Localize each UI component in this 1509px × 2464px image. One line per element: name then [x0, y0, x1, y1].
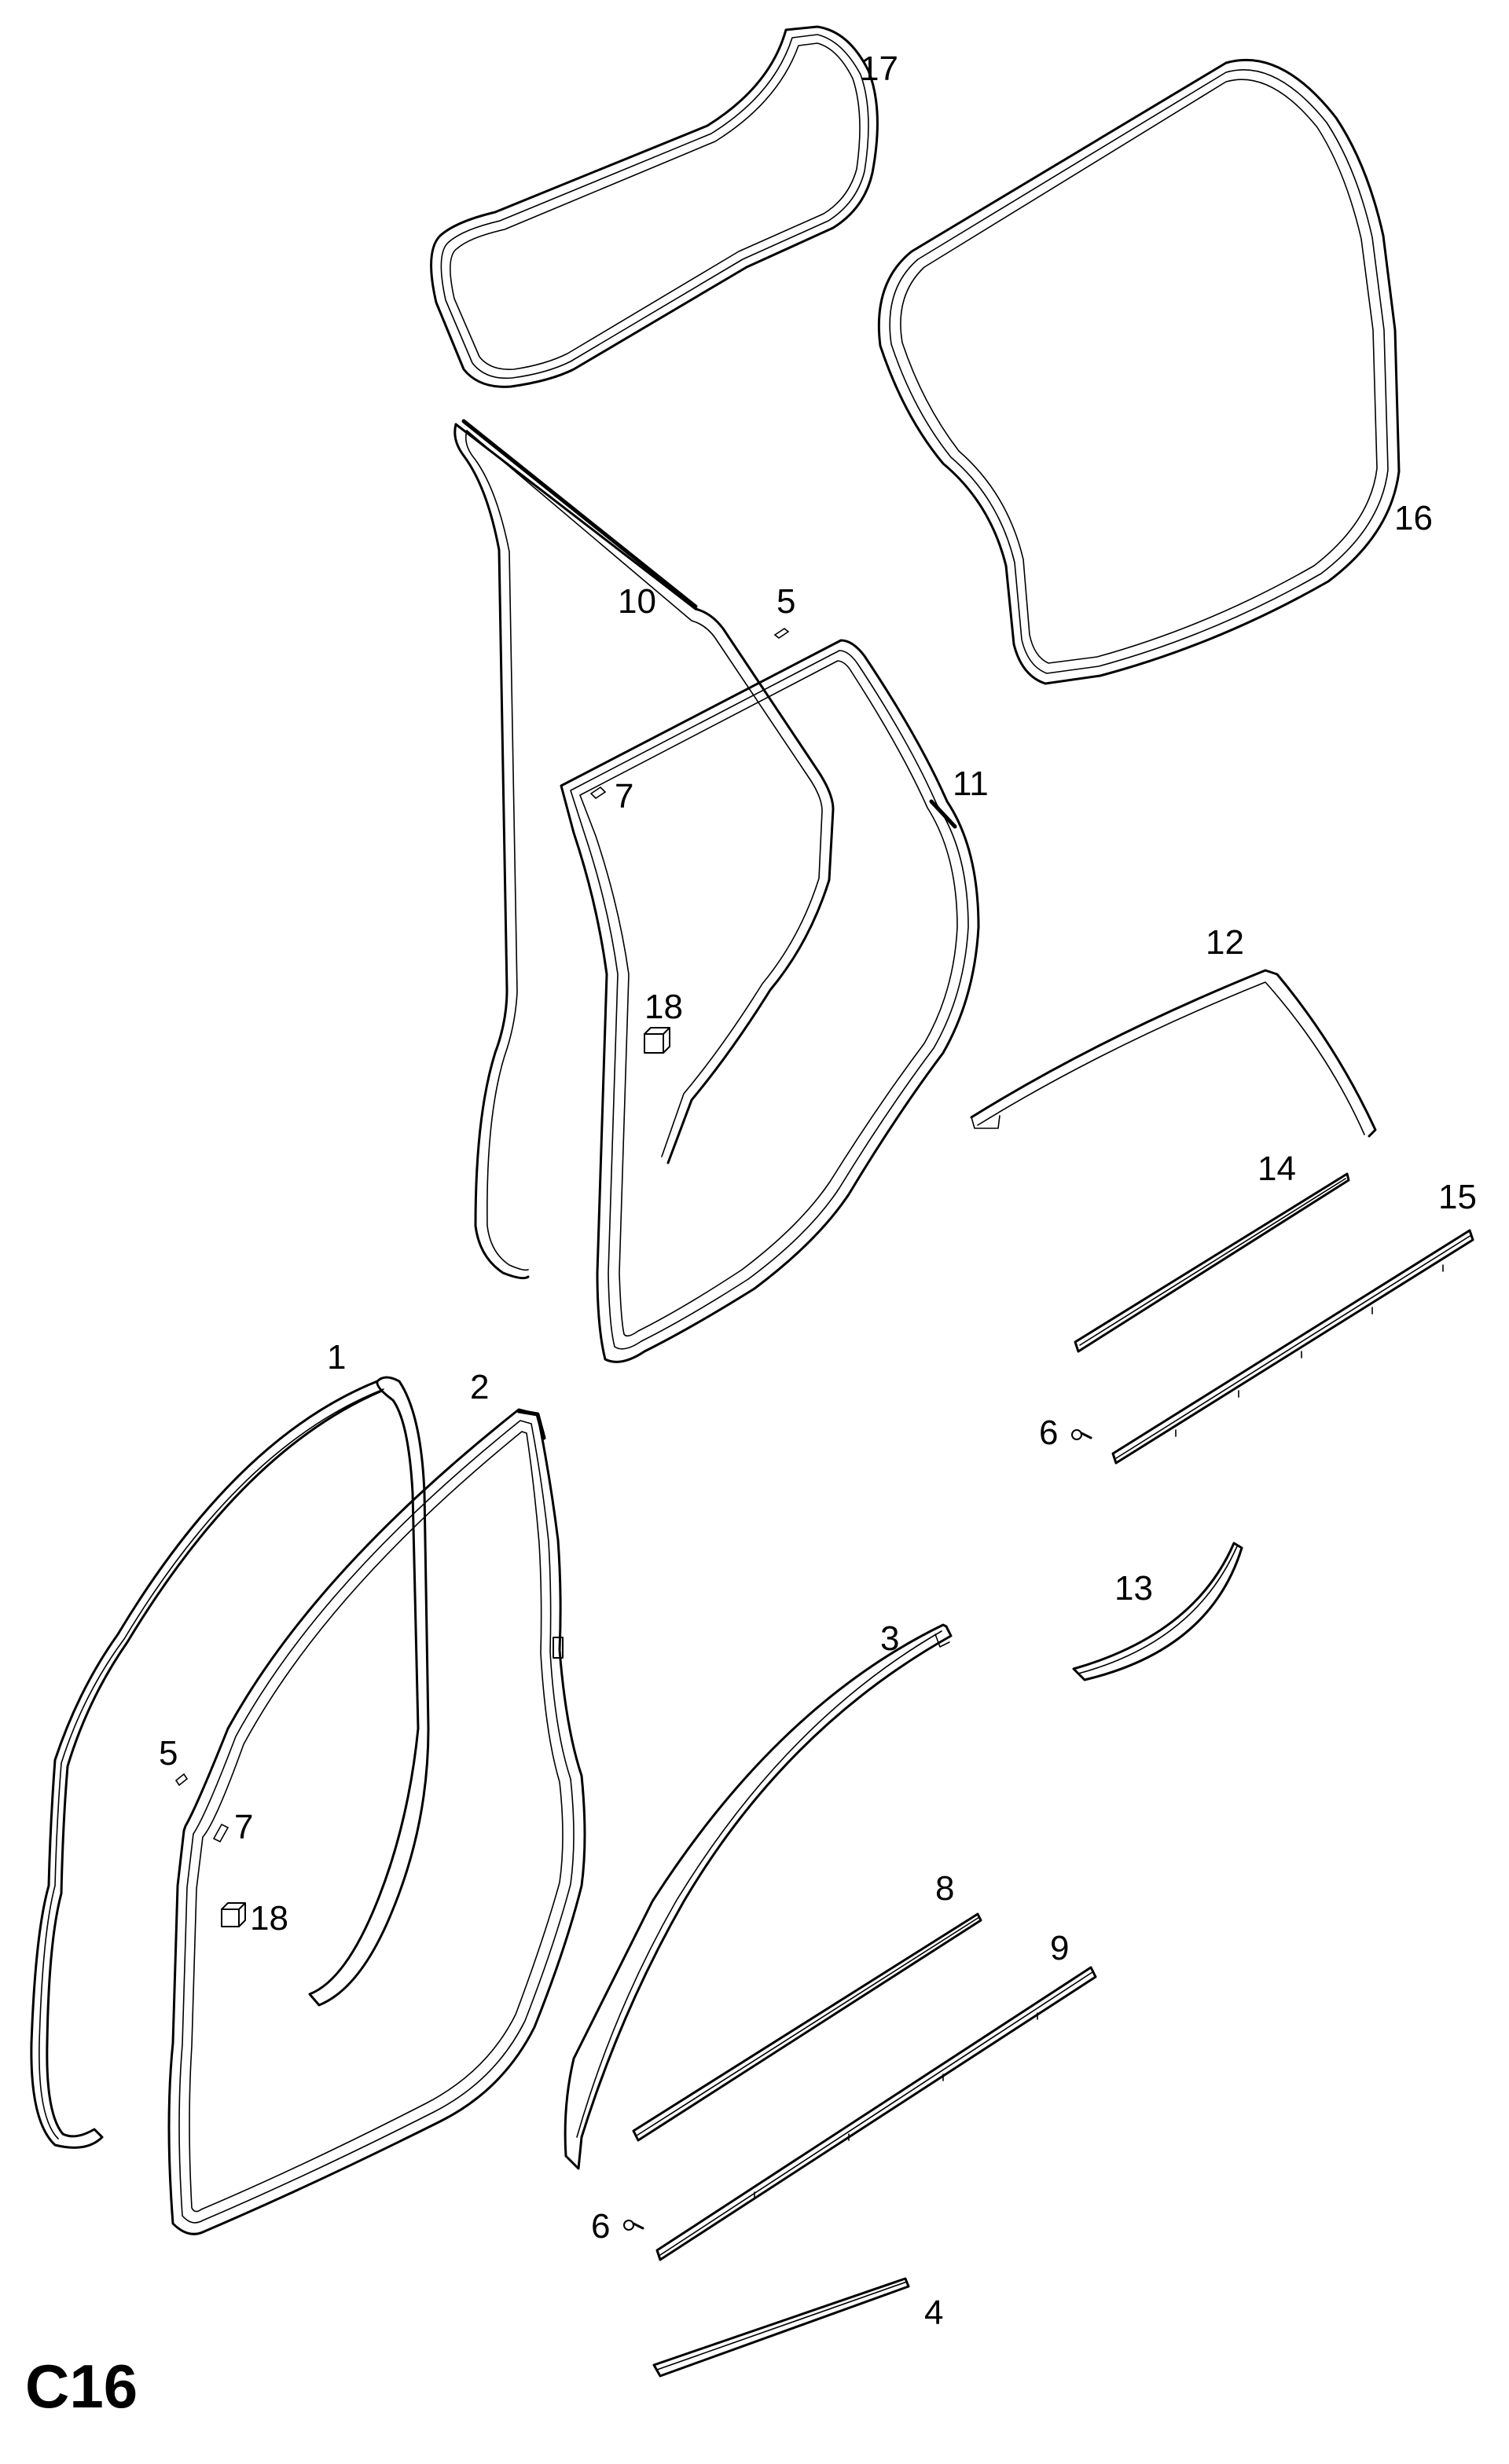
- part-1-front-door-frame-seal[interactable]: [30, 1376, 430, 2149]
- callout-3: 3: [880, 1619, 899, 1658]
- part-18-block-front[interactable]: [221, 1902, 246, 1927]
- callout-11: 11: [953, 764, 989, 803]
- part-2-front-door-seal[interactable]: [167, 1408, 586, 2235]
- part-5-clip-front[interactable]: [174, 1773, 189, 1787]
- part-8-front-belt-strip[interactable]: [632, 1912, 982, 2142]
- callout-6-rear: 6: [1039, 1414, 1058, 1452]
- callout-1: 1: [327, 1338, 346, 1377]
- callout-18-rear: 18: [644, 988, 683, 1026]
- callout-9: 9: [1050, 1929, 1069, 1967]
- callout-15: 15: [1438, 1178, 1477, 1216]
- callout-5-top: 5: [777, 582, 795, 621]
- callout-13: 13: [1114, 1569, 1153, 1608]
- part-15-rear-door-moulding[interactable]: [1111, 1229, 1474, 1465]
- part-16-tailgate-seal[interactable]: [877, 58, 1401, 685]
- part-14-rear-belt-strip[interactable]: [1074, 1172, 1350, 1353]
- part-9-front-door-moulding[interactable]: [655, 1966, 1097, 2261]
- diagram-code: C16: [25, 2352, 138, 2421]
- part-4-front-lower-strip[interactable]: [652, 2277, 910, 2378]
- callout-12: 12: [1206, 923, 1244, 962]
- callout-7-front: 7: [234, 1808, 253, 1846]
- callout-18-front: 18: [250, 1899, 288, 1938]
- part-6-screw-front[interactable]: [623, 2220, 644, 2231]
- part-10-rear-door-frame-seal[interactable]: [453, 419, 835, 1280]
- part-7-pad-front[interactable]: [212, 1823, 229, 1843]
- callout-14: 14: [1258, 1150, 1296, 1188]
- part-5-clip-top[interactable]: [773, 628, 790, 639]
- part-6-screw-rear[interactable]: [1071, 1429, 1092, 1440]
- callout-10: 10: [618, 582, 656, 621]
- part-3-front-window-channel[interactable]: [564, 1623, 953, 2170]
- callout-16: 16: [1394, 499, 1433, 537]
- part-7-pad-rear[interactable]: [589, 786, 607, 800]
- callout-2: 2: [470, 1368, 489, 1406]
- part-11-rear-door-seal[interactable]: [560, 639, 980, 1363]
- callout-17: 17: [860, 50, 898, 88]
- callout-8: 8: [935, 1869, 954, 1908]
- part-12-rear-window-channel[interactable]: [970, 969, 1377, 1138]
- callout-6-front: 6: [591, 2207, 610, 2246]
- callout-5-front: 5: [159, 1734, 178, 1773]
- callout-7-rear: 7: [615, 777, 633, 816]
- callout-4: 4: [924, 2294, 943, 2332]
- part-18-block-rear[interactable]: [644, 1027, 670, 1054]
- part-13-rear-curved-strip[interactable]: [1072, 1542, 1243, 1681]
- part-17-rear-window-seal[interactable]: [430, 25, 879, 388]
